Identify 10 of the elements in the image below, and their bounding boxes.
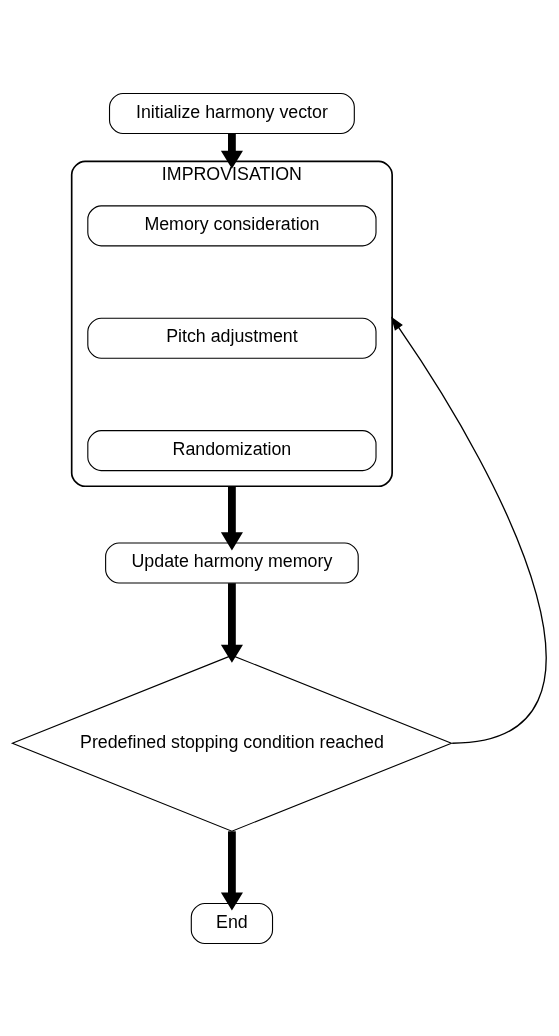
arrow (390, 316, 547, 744)
node-box: Update harmony memory (105, 541, 359, 584)
arrow (220, 830, 243, 911)
node-box: Memory consideration (87, 204, 377, 246)
node-box: Initialize harmony vector (108, 92, 355, 134)
arrow (220, 133, 243, 169)
node-box: Randomization (87, 429, 377, 471)
node-box: End (190, 902, 274, 944)
node-box: Pitch adjustment (87, 317, 377, 359)
node-diamond: Predefined stopping condition reached (10, 654, 453, 832)
